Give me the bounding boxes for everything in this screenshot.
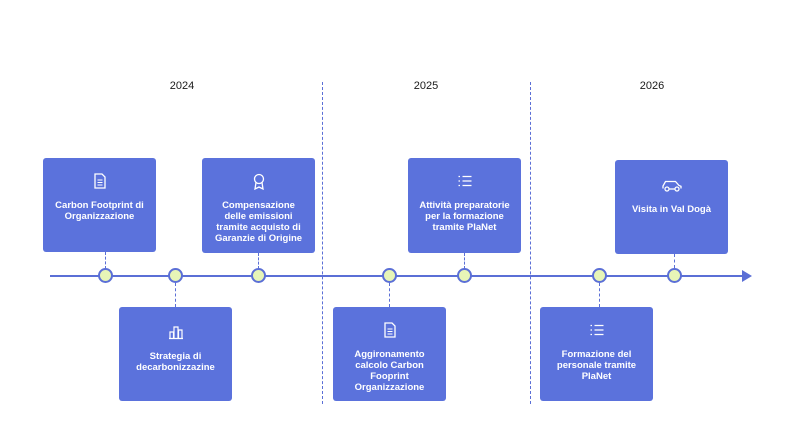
- connector: [105, 252, 106, 269]
- timeline-node: [667, 268, 682, 283]
- timeline-node: [168, 268, 183, 283]
- event-card-aggiornamento: Aggironamento calcolo Carbon Fooprint Or…: [333, 307, 446, 401]
- event-label: Aggironamento calcolo Carbon Fooprint Or…: [354, 349, 425, 393]
- year-label-2025: 2025: [413, 80, 439, 92]
- connector: [389, 283, 390, 307]
- event-label: Compensazione delle emissioni tramite ac…: [214, 200, 303, 244]
- event-card-visita: Visita in Val Dogà: [615, 160, 728, 254]
- list-icon: [588, 321, 606, 339]
- year-label-2024: 2024: [169, 80, 195, 92]
- event-label: Carbon Footprint di Organizzazione: [55, 200, 144, 222]
- connector: [599, 283, 600, 307]
- timeline-arrow-icon: [742, 270, 752, 282]
- timeline-node: [251, 268, 266, 283]
- event-label: Visita in Val Dogà: [631, 204, 712, 215]
- year-divider: [322, 82, 323, 404]
- timeline-node: [592, 268, 607, 283]
- document-icon: [91, 172, 109, 190]
- award-ribbon-icon: [250, 172, 268, 190]
- event-label: Attività preparatorie per la formazione …: [419, 200, 510, 233]
- bar-chart-icon: [167, 323, 185, 341]
- timeline-axis: [50, 275, 746, 277]
- connector: [258, 253, 259, 269]
- year-label-2026: 2026: [639, 80, 665, 92]
- car-icon: [660, 176, 684, 194]
- document-icon: [381, 321, 399, 339]
- event-label: Formazione del personale tramite PlaNet: [556, 349, 637, 382]
- connector: [674, 254, 675, 268]
- year-divider: [530, 82, 531, 404]
- event-card-carbon-footprint: Carbon Footprint di Organizzazione: [43, 158, 156, 252]
- event-card-compensazione: Compensazione delle emissioni tramite ac…: [202, 158, 315, 253]
- connector: [464, 253, 465, 269]
- connector: [175, 283, 176, 307]
- timeline-node: [457, 268, 472, 283]
- event-card-strategia: Strategia di decarbonizzazine: [119, 307, 232, 401]
- list-icon: [456, 172, 474, 190]
- timeline-node: [98, 268, 113, 283]
- event-label: Strategia di decarbonizzazine: [136, 351, 215, 373]
- event-card-formazione: Formazione del personale tramite PlaNet: [540, 307, 653, 401]
- event-card-attivita: Attività preparatorie per la formazione …: [408, 158, 521, 253]
- timeline-node: [382, 268, 397, 283]
